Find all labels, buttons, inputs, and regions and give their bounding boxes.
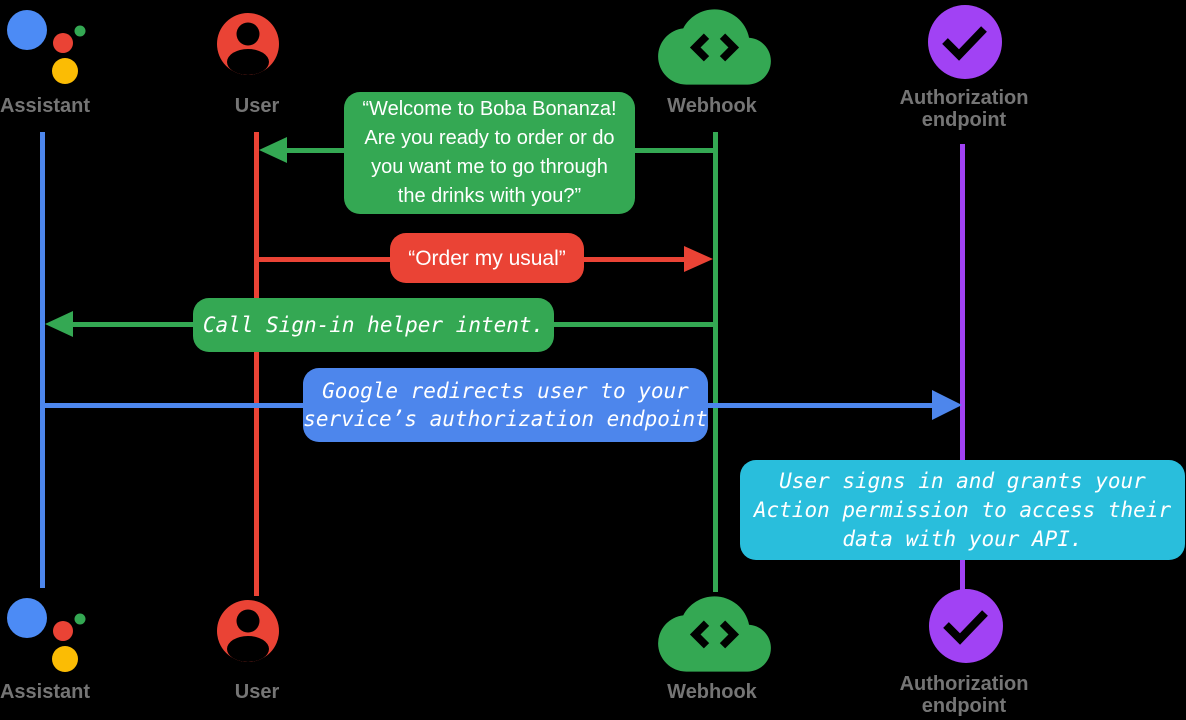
webhook-label: Webhook	[667, 681, 757, 703]
arrowhead-right-icon	[932, 390, 962, 420]
assistant-label: Assistant	[0, 95, 91, 117]
welcome-message-bubble: “Welcome to Boba Bonanza! Are you ready …	[344, 92, 635, 214]
authorization-endpoint-label: Authorization endpoint	[899, 673, 1029, 717]
cloud-code-icon	[658, 9, 771, 85]
person-circle-icon	[217, 600, 279, 662]
assistant-label: Assistant	[0, 681, 91, 703]
cloud-code-icon	[658, 596, 771, 672]
person-circle-icon	[217, 13, 279, 75]
user-label: User	[234, 681, 280, 703]
user-lifeline	[254, 132, 259, 596]
arrowhead-right-icon	[684, 246, 713, 272]
google-assistant-logo-icon	[7, 598, 86, 672]
authorization-endpoint-label: Authorization endpoint	[899, 87, 1029, 131]
arrowhead-left-icon	[259, 137, 287, 163]
assistant-lifeline	[40, 132, 45, 588]
google-assistant-logo-icon	[7, 10, 86, 84]
signin-grant-note: User signs in and grants your Action per…	[740, 460, 1185, 560]
webhook-lifeline	[713, 132, 718, 592]
order-message-bubble: “Order my usual”	[390, 233, 584, 283]
user-label: User	[234, 95, 280, 117]
webhook-label: Webhook	[667, 95, 757, 117]
authorization-endpoint-lifeline	[960, 144, 965, 590]
arrowhead-left-icon	[45, 311, 73, 337]
check-circle-icon	[928, 5, 1002, 79]
check-circle-icon	[929, 589, 1003, 663]
redirect-bubble: Google redirects user to your service’s …	[303, 368, 708, 442]
signin-intent-bubble: Call Sign-in helper intent.	[193, 298, 554, 352]
